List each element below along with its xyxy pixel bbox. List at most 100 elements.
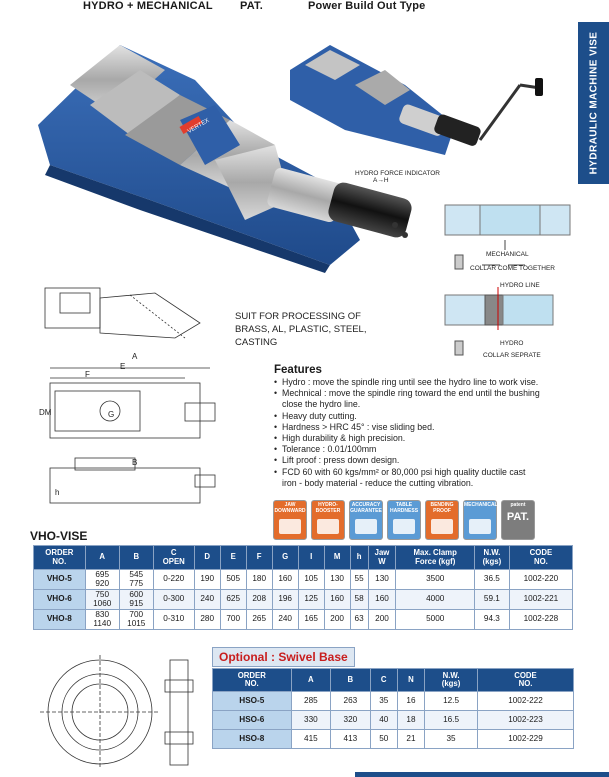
feature-item: Hardness > HRC 45° : vise sliding bed. <box>274 422 574 433</box>
table-cell: 700 <box>219 609 247 630</box>
table-cell: 165 <box>297 609 325 630</box>
side-category-tab: HYDRAULIC MACHINE VISE <box>578 22 609 184</box>
dim-f: F <box>85 370 90 379</box>
dim-e: E <box>120 362 126 371</box>
table-cell: 280 <box>193 609 221 630</box>
table-cell: 1002-228 <box>508 609 574 630</box>
table-cell: 0-300 <box>152 589 195 610</box>
feature-badge: TABLE HARDNESS <box>387 500 421 540</box>
patent-label: PAT. <box>240 0 264 12</box>
feature-badge: ACCURACY GUARANTEE <box>349 500 383 540</box>
callout-sub: A→H <box>373 177 389 184</box>
feature-item: Heavy duty cutting. <box>274 411 574 422</box>
table-cell: 180 <box>245 569 273 590</box>
table-cell: 265 <box>245 609 273 630</box>
page-subtitle: Power Build Out Type <box>308 0 426 12</box>
badge-label: HYDRO-BOOSTER <box>315 502 341 514</box>
table-cell: 0-310 <box>152 609 195 630</box>
badge-icon <box>431 519 453 534</box>
feature-badge: BENDING PROOF <box>425 500 459 540</box>
table-cell: 240 <box>193 589 221 610</box>
table-cell: 12.5 <box>424 691 478 711</box>
table-cell: 160 <box>323 589 351 610</box>
table-cell: 18 <box>396 710 426 730</box>
table-cell: 160 <box>367 589 397 610</box>
table-cell: 55 <box>349 569 369 590</box>
feature-item: close the hydro line. <box>282 399 361 410</box>
footer-bar <box>355 772 609 777</box>
table-cell: 58 <box>349 589 369 610</box>
table-cell: 63 <box>349 609 369 630</box>
table-cell: 50 <box>369 729 398 749</box>
feature-item: High durability & high precision. <box>274 433 574 444</box>
badge-label: patent <box>510 502 526 508</box>
table-header-cell: B <box>118 545 154 570</box>
table-cell: 200 <box>367 609 397 630</box>
table-cell: 413 <box>330 729 371 749</box>
hydro-line-label: HYDRO LINE <box>500 282 540 289</box>
feature-badges: JAW DOWNWARD HYDRO-BOOSTER ACCURACY GUARAN… <box>273 500 535 540</box>
table-header-cell: B <box>330 668 371 692</box>
table-cell: HSO-6 <box>212 710 292 730</box>
collar-come-together-label: COLLAR COME TOGETHER <box>470 265 555 272</box>
table-cell: 59.1 <box>474 589 510 610</box>
table-cell: 505 <box>219 569 247 590</box>
badge-icon <box>317 519 339 534</box>
table-cell: 0-220 <box>152 569 195 590</box>
table-cell: 240 <box>271 609 299 630</box>
suitability-text: SUIT FOR PROCESSING OF BRASS, AL, PLASTI… <box>235 311 367 348</box>
collar-separate-label: COLLAR SEPRATE <box>483 352 541 359</box>
side-tab-label: HYDRAULIC MACHINE VISE <box>588 31 599 175</box>
table-cell: 94.3 <box>474 609 510 630</box>
badge-label: MECHANICAL <box>464 502 498 508</box>
technical-drawing <box>44 287 216 504</box>
table-header-cell: I <box>297 545 325 570</box>
table-cell: HSO-5 <box>212 691 292 711</box>
mechanical-label: MECHANICAL <box>486 251 529 258</box>
table-header-cell: C <box>369 668 398 692</box>
table-cell: 35 <box>424 729 478 749</box>
badge-sub: PAT. <box>506 510 530 523</box>
table-header-cell: F <box>245 545 273 570</box>
table-header-cell: N.W.(kgs) <box>474 545 510 570</box>
table-cell: 5000 <box>395 609 475 630</box>
swivel-base-title: Optional : Swivel Base <box>212 647 355 667</box>
table-cell: 415 <box>290 729 332 749</box>
table-cell: 625 <box>219 589 247 610</box>
table-cell: 1002-220 <box>508 569 574 590</box>
table-cell: 263 <box>330 691 371 711</box>
table-cell: 125 <box>297 589 325 610</box>
table-cell: 1002-223 <box>477 710 574 730</box>
feature-badge: JAW DOWNWARD <box>273 500 307 540</box>
table-header-cell: E <box>219 545 247 570</box>
table-cell: 160 <box>271 569 299 590</box>
badge-icon <box>279 519 301 534</box>
table-cell: 130 <box>323 569 351 590</box>
collar-diagram <box>444 204 571 356</box>
table-cell: 200 <box>323 609 351 630</box>
table-cell: 4000 <box>395 589 475 610</box>
table-cell: 196 <box>271 589 299 610</box>
feature-badge: MECHANICAL <box>463 500 498 540</box>
table-cell: 130 <box>367 569 397 590</box>
table-cell: 35 <box>369 691 398 711</box>
table-cell: 1002-222 <box>477 691 574 711</box>
badge-label: BENDING PROOF <box>430 502 454 514</box>
table-header-cell: D <box>193 545 221 570</box>
badge-label: ACCURACY GUARANTEE <box>350 502 382 514</box>
table-header-cell: G <box>271 545 299 570</box>
